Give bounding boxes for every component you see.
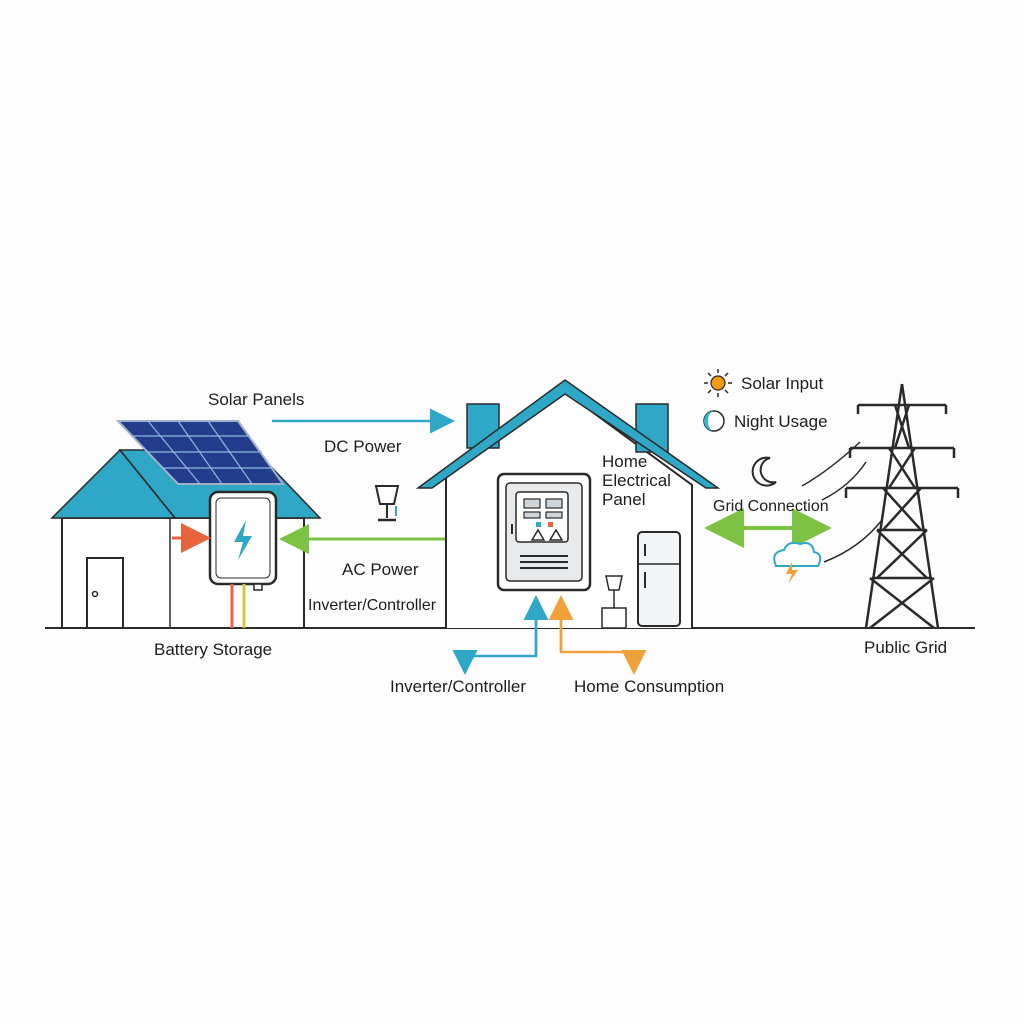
electrical-panel — [496, 472, 592, 592]
inverter-controller-center-label: Inverter/Controller — [308, 597, 437, 614]
lightning-bolt-icon — [234, 520, 252, 560]
desk-lamp-icon — [374, 485, 400, 522]
home-electrical-panel-label: Home Electrical Panel — [602, 452, 671, 509]
legend-night-usage-label: Night Usage — [734, 412, 828, 431]
solar-panels-label: Solar Panels — [208, 390, 305, 409]
crescent-moon-icon — [751, 456, 777, 487]
home-consumption-label: Home Consumption — [574, 677, 725, 696]
transmission-tower-icon — [844, 383, 960, 629]
solar-panel-array — [115, 420, 285, 485]
public-grid-label: Public Grid — [864, 638, 948, 657]
inverter-controller-bottom-label: Inverter/Controller — [390, 677, 527, 696]
table-lamp-icon — [601, 575, 627, 629]
inverter-unit — [208, 490, 278, 591]
half-moon-icon — [703, 410, 725, 432]
dc-power-label: DC Power — [324, 437, 402, 456]
sun-icon — [704, 369, 732, 397]
battery-storage-label: Battery Storage — [154, 640, 273, 659]
center-roof — [415, 379, 721, 489]
storm-cloud-icon — [773, 541, 822, 584]
ac-power-label: AC Power — [342, 560, 419, 579]
refrigerator-icon — [637, 531, 681, 627]
grid-connection-label: Grid Connection — [713, 498, 829, 515]
legend-solar-input-label: Solar Input — [741, 374, 824, 393]
